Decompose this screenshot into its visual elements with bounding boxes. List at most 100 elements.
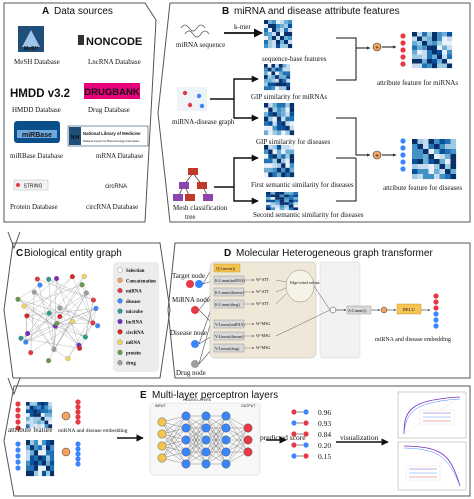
graph-edge: [72, 276, 94, 323]
concat-icon-mirna: [372, 42, 382, 52]
heatmap-cell: [29, 405, 34, 410]
heatmap-cell: [272, 172, 277, 178]
heatmap-cell: [428, 149, 435, 155]
heatmap-cell: [48, 409, 53, 414]
mirbase-database-label: miRBase Database: [10, 152, 63, 160]
graph-edge: [30, 292, 35, 353]
heatmap-cell: [417, 63, 423, 69]
sequence-feature-heatmap: [264, 20, 293, 49]
heatmap-cell: [422, 54, 428, 60]
lncrna-database-label: LncRNA Database: [88, 58, 141, 66]
heatmap-cell: [270, 199, 276, 203]
heatmap-cell: [264, 116, 269, 122]
graph-node: [31, 289, 37, 295]
mlp-neuron: [157, 441, 167, 451]
legend-swatch: [117, 288, 123, 294]
heatmap-cell: [264, 24, 269, 29]
heatmap-cell: [46, 465, 51, 471]
predicted-score-label: predicted score: [260, 433, 306, 442]
heatmap-cell: [428, 169, 435, 175]
heatmap-cell: [278, 71, 283, 76]
heatmap-cell: [284, 24, 289, 29]
graph-edge: [23, 306, 55, 350]
heatmap-cell: [417, 32, 423, 37]
graph-edge: [56, 322, 93, 324]
heatmap-cell: [447, 54, 453, 60]
heatmap-cell: [33, 424, 38, 429]
heatmap-cell: [432, 41, 438, 46]
heatmap-cell: [427, 59, 433, 64]
heatmap-cell: [450, 169, 457, 175]
heatmap-cell: [286, 75, 291, 79]
mlp-neuron: [221, 411, 231, 421]
heatmap-cell: [282, 71, 287, 76]
heatmap-cell: [442, 45, 448, 51]
heatmap-cell: [412, 154, 418, 160]
heatmap-cell: [30, 470, 35, 477]
mlp-edge: [205, 427, 227, 465]
graph-edge: [48, 313, 80, 346]
heatmap-cell: [288, 204, 294, 208]
heatmap-cell: [445, 139, 451, 145]
heatmap-cell: [442, 36, 448, 42]
heatmap-cell: [275, 194, 280, 198]
heatmap-cell: [48, 416, 53, 421]
graph-edge: [56, 278, 80, 346]
heatmap-cell: [275, 192, 280, 195]
heatmap-cell: [264, 149, 269, 155]
heatmap-cell: [412, 50, 418, 55]
graph-edge: [23, 306, 56, 327]
heatmap-cell: [288, 36, 293, 41]
panel-b: B miRNA and disease attribute features m…: [157, 2, 471, 223]
heatmap-cell: [289, 158, 295, 164]
drug-node-icon: [191, 360, 199, 368]
legend-label: protein: [126, 351, 141, 356]
heatmap-cell: [281, 116, 286, 122]
concat-icon-e1: [61, 411, 71, 421]
heatmap-cell: [434, 144, 440, 150]
heatmap-cell: [267, 71, 272, 76]
graph-edge: [26, 276, 73, 316]
heatmap-cell: [267, 86, 272, 91]
mlp-edge: [185, 439, 207, 465]
heatmap-cell: [417, 45, 423, 51]
heatmap-cell: [267, 75, 272, 79]
heatmap-cell: [280, 24, 285, 29]
score-value: 0.93: [318, 419, 331, 428]
node-dot: [433, 305, 439, 311]
w-att-label-2: W^ATT: [256, 289, 270, 294]
heatmap-cell: [38, 450, 43, 456]
mlp-edge: [205, 415, 227, 441]
graph-node: [70, 319, 76, 325]
heatmap-cell: [264, 163, 269, 168]
node-dot: [15, 407, 21, 413]
mlp-neuron: [201, 411, 211, 421]
heatmap-cell: [276, 107, 282, 113]
graph-edge: [17, 284, 41, 300]
heatmap-cell: [268, 121, 273, 126]
heatmap-cell: [439, 169, 446, 175]
legend-label: circRNA: [126, 331, 145, 336]
graph-edge: [26, 308, 96, 317]
drug-node-label: Drug node: [176, 369, 206, 377]
legend-swatch: [117, 277, 123, 283]
heatmap-cell: [268, 163, 273, 168]
heatmap-cell: [280, 28, 285, 33]
score-value: 0.20: [318, 441, 331, 450]
graph-edge: [67, 322, 94, 359]
graph-node: [57, 305, 63, 311]
heatmap-cell: [445, 154, 451, 160]
node-dot: [75, 414, 81, 420]
heatmap-cell: [417, 59, 423, 64]
graph-edge: [59, 276, 85, 317]
graph-edge: [20, 338, 80, 349]
heatmap-cell: [289, 172, 295, 178]
attribute-disease-heatmap: [412, 139, 457, 180]
heatmap-cell: [37, 420, 41, 425]
mlp-neuron: [201, 423, 211, 433]
heatmap-cell: [33, 416, 38, 421]
graph-edge: [26, 315, 55, 350]
heatmap-cell: [271, 82, 276, 87]
heatmap-cell: [282, 82, 287, 87]
concat-icon-disease: [372, 150, 382, 160]
